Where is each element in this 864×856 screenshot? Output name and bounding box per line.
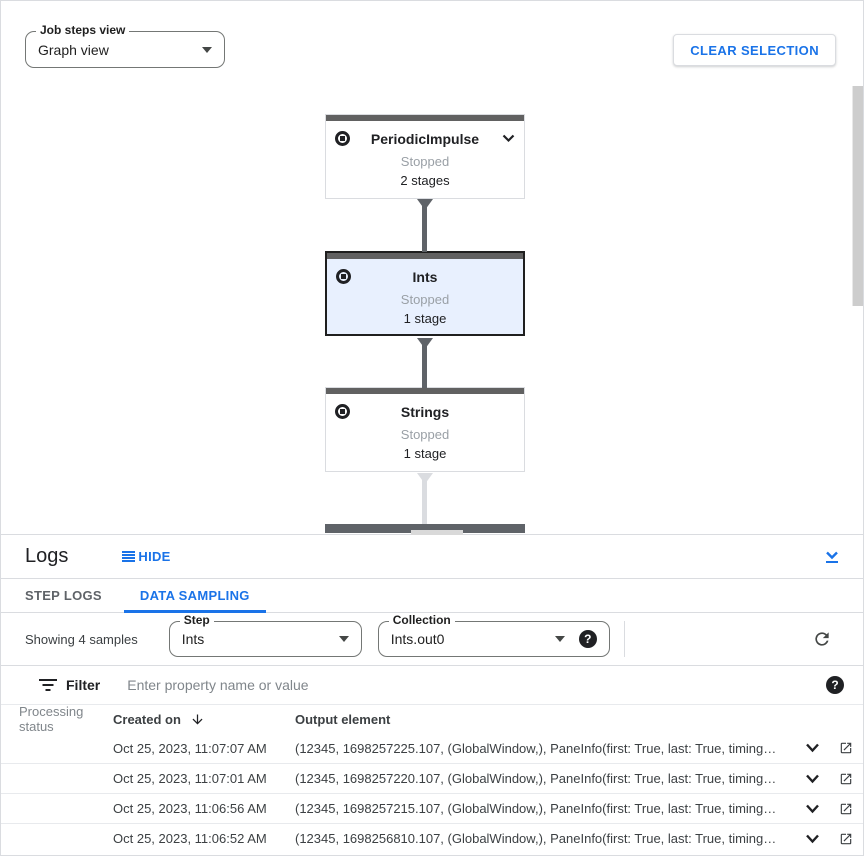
chevron-down-icon: [826, 551, 838, 559]
row-created-on: Oct 25, 2023, 11:06:52 AM: [113, 831, 267, 846]
expand-row-button[interactable]: [803, 772, 822, 786]
open-in-new-icon: [840, 773, 852, 784]
row-output-element: (12345, 1698257220.107, (GlobalWindow,),…: [295, 771, 777, 786]
chevron-down-icon: [805, 743, 819, 753]
job-graph-panel: Job steps view Graph view CLEAR SELECTIO…: [1, 1, 863, 535]
chevron-down-icon: [805, 804, 819, 813]
node-title: Strings: [400, 404, 450, 420]
step-select-label: Step: [179, 614, 214, 626]
job-steps-view-label: Job steps view: [36, 24, 130, 36]
logs-header: Logs HIDE: [1, 535, 863, 578]
node-status: Stopped: [400, 427, 450, 442]
table-header-row: Processing status Created on Output elem…: [1, 704, 863, 734]
table-row[interactable]: Oct 25, 2023, 11:07:07 AM (12345, 169825…: [1, 733, 863, 763]
toolbar-divider: [623, 621, 625, 657]
stop-circle-icon: [335, 131, 350, 146]
chevron-down-icon: [805, 774, 819, 783]
row-created-on: Oct 25, 2023, 11:06:56 AM: [113, 801, 267, 816]
graph-node[interactable]: Strings Stopped 1 stage: [325, 387, 525, 472]
vertical-scrollbar[interactable]: [852, 86, 863, 306]
column-processing-status: Processing status: [19, 704, 84, 734]
partial-node-topbar: [325, 524, 525, 533]
graph-edge: [422, 338, 427, 388]
node-expand-icon[interactable]: [502, 134, 515, 143]
collection-select-value: Ints.out0: [390, 631, 445, 647]
row-created-on: Oct 25, 2023, 11:07:01 AM: [113, 771, 267, 786]
collapse-underline: [826, 560, 838, 563]
tab-step-logs[interactable]: STEP LOGS: [25, 588, 102, 603]
graph-node[interactable]: Ints Stopped 1 stage: [325, 251, 525, 336]
open-in-new-button[interactable]: [837, 800, 855, 818]
list-icon: [122, 551, 136, 562]
chevron-down-icon: [805, 834, 819, 843]
open-in-new-icon: [840, 833, 852, 844]
row-output-element: (12345, 1698257215.107, (GlobalWindow,),…: [295, 801, 777, 816]
dropdown-arrow-icon: [554, 636, 565, 642]
node-status: Stopped: [400, 292, 450, 307]
table-row[interactable]: Oct 25, 2023, 11:07:01 AM (12345, 169825…: [1, 763, 863, 793]
sort-descending-icon: [192, 714, 203, 724]
column-created-on[interactable]: Created on: [113, 712, 295, 727]
hide-logs-label: HIDE: [138, 549, 171, 564]
refresh-button[interactable]: [812, 629, 832, 649]
node-title: Ints: [412, 269, 438, 285]
node-topbar: [326, 388, 524, 394]
sampling-toolbar: Showing 4 samples Step Ints Collection I…: [1, 613, 863, 665]
node-title: PeriodicImpulse: [370, 131, 480, 147]
node-stages: 1 stage: [403, 446, 447, 461]
expand-row-button[interactable]: [803, 832, 822, 846]
node-topbar: [327, 253, 523, 259]
logs-title: Logs: [25, 545, 69, 567]
dropdown-arrow-icon: [202, 46, 212, 53]
filter-input[interactable]: [127, 677, 826, 693]
table-row[interactable]: Oct 25, 2023, 11:06:56 AM (12345, 169825…: [1, 793, 863, 823]
filter-bar: Filter ?: [1, 665, 863, 705]
stop-circle-icon: [336, 269, 351, 284]
open-in-new-button[interactable]: [837, 830, 855, 848]
help-icon[interactable]: ?: [826, 676, 844, 694]
filter-icon: [39, 679, 57, 691]
row-created-on: Oct 25, 2023, 11:07:07 AM: [113, 740, 267, 756]
horizontal-scrollbar[interactable]: [411, 530, 463, 535]
stop-circle-icon: [335, 404, 350, 419]
node-stages: 2 stages: [400, 173, 450, 188]
job-steps-view-value: Graph view: [38, 41, 109, 58]
row-output-element: (12345, 1698257225.107, (GlobalWindow,),…: [295, 740, 777, 756]
open-in-new-icon: [840, 742, 852, 754]
table-body: Oct 25, 2023, 11:07:07 AM (12345, 169825…: [1, 733, 863, 853]
refresh-icon: [815, 632, 829, 646]
expand-row-button[interactable]: [803, 741, 822, 755]
graph-node[interactable]: PeriodicImpulse Stopped 2 stages: [325, 114, 525, 199]
step-select-value: Ints: [181, 631, 205, 647]
node-topbar: [326, 115, 524, 121]
step-select[interactable]: Step Ints: [168, 614, 362, 657]
graph-edge: [422, 199, 427, 252]
row-output-element: (12345, 1698256810.107, (GlobalWindow,),…: [295, 831, 777, 846]
open-in-new-button[interactable]: [837, 739, 855, 757]
table-row[interactable]: Oct 25, 2023, 11:06:52 AM (12345, 169825…: [1, 823, 863, 853]
dropdown-arrow-icon: [338, 636, 349, 642]
collection-select-label: Collection: [388, 614, 455, 626]
filter-label: Filter: [66, 677, 101, 693]
column-output-element: Output element: [295, 711, 391, 727]
job-steps-view-select[interactable]: Job steps view Graph view: [25, 24, 225, 68]
node-status: Stopped: [400, 154, 450, 169]
tab-data-sampling[interactable]: DATA SAMPLING: [123, 579, 266, 613]
expand-row-button[interactable]: [803, 802, 822, 816]
collapse-panel-button[interactable]: [825, 551, 839, 563]
samples-table: Processing status Created on Output elem…: [1, 704, 863, 853]
graph-edge: [422, 473, 427, 525]
logs-tabs: STEP LOGS DATA SAMPLING: [1, 578, 863, 613]
open-in-new-button[interactable]: [837, 770, 855, 788]
hide-logs-button[interactable]: HIDE: [122, 549, 170, 564]
collection-select[interactable]: Collection Ints.out0 ?: [377, 614, 610, 657]
clear-selection-button[interactable]: CLEAR SELECTION: [673, 34, 836, 66]
help-icon[interactable]: ?: [578, 630, 597, 648]
samples-count-text: Showing 4 samples: [25, 631, 138, 647]
node-stages: 1 stage: [403, 311, 447, 326]
logs-panel: Logs HIDE STEP LOGS DATA SAMPLING Showin…: [1, 534, 863, 853]
open-in-new-icon: [840, 803, 852, 814]
